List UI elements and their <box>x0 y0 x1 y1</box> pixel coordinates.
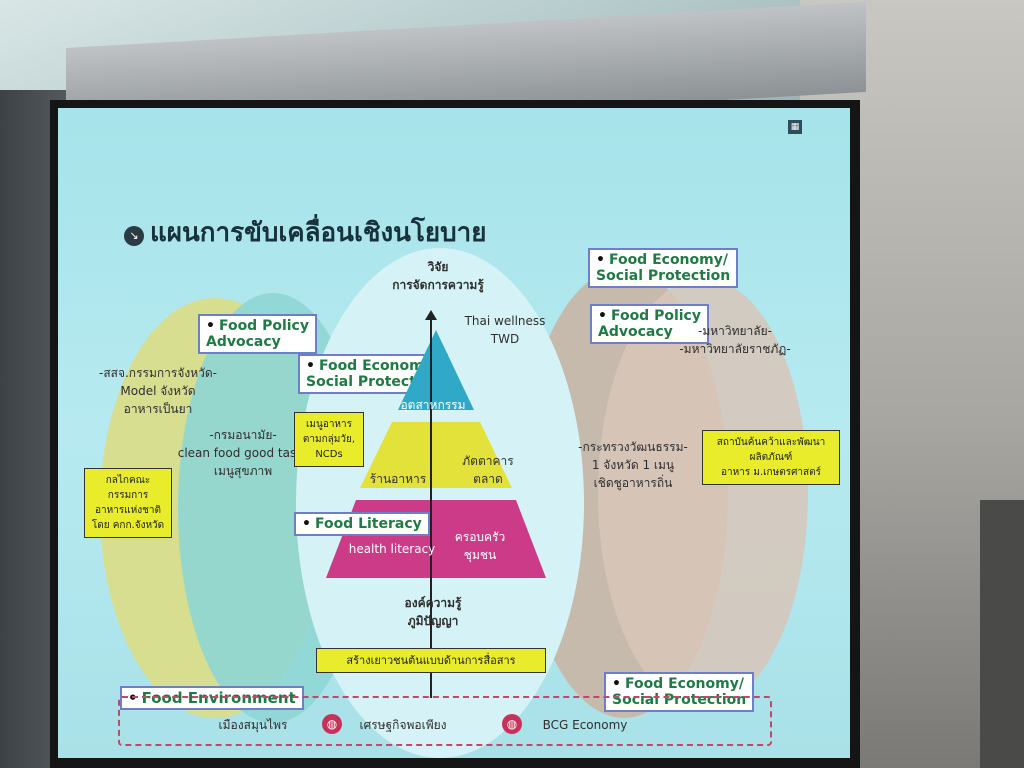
globe-icon: ◍ <box>502 714 522 734</box>
health-literacy-label: health literacy <box>348 542 436 556</box>
university-text: -มหาวิทยาลัย- -มหาวิทยาลัยราชภัฏ- <box>679 324 791 356</box>
right-food-policy-tag: •Food Policy Advocacy <box>590 304 709 344</box>
wall-panel <box>980 500 1024 768</box>
knowledge-wisdom-text: องค์ความรู้ ภูมิปัญญา <box>404 596 462 628</box>
ncd-menu-box: เมนูอาหารตามกลุ่มวัย, NCDs <box>294 412 364 467</box>
herbal-city-text: เมืองสมุนไพร <box>218 718 288 732</box>
level-restaurant-label: ร้านอาหาร <box>369 472 427 486</box>
bottom-dashed-box <box>118 696 772 746</box>
kasetsart-institute-box: สถาบันค้นคว้าและพัฒนาผลิตภัณฑ์ อาหาร ม.เ… <box>702 430 840 485</box>
right-food-economy-tag: •Food Economy/ Social Protection <box>588 248 739 288</box>
pyramid-level-restaurant <box>360 422 512 488</box>
slide-title: แผนการขับเคลื่อนเชิงนโยบาย <box>150 218 487 248</box>
bottom-food-economy-tag: •Food Economy/ Social Protection <box>604 672 755 712</box>
level-family-label: ครอบครัว ชุมชน <box>454 530 506 562</box>
slide-corner-icon: ▦ <box>788 120 802 134</box>
left-provincial-text: -สสจ.กรรมการจังหวัด- Model จังหวัด อาหาร… <box>98 366 217 416</box>
left-health-dept-text: -กรมอนามัย- clean food good taste เมนูสุ… <box>177 428 309 478</box>
center-research-text: วิจัย การจัดการความรู้ <box>392 260 484 292</box>
arrow-down-right-icon: ↘ <box>124 226 144 246</box>
presentation-slide: ▦ ↘ แผนการขับเคลื่อนเชิงนโยบาย •Food Pol… <box>58 108 850 758</box>
left-food-policy-tag: •Food Policy Advocacy <box>198 314 317 354</box>
level-industry-label: อุตสาหกรรม <box>400 398 466 412</box>
food-literacy-tag: •Food Literacy <box>294 512 430 536</box>
right-light-circle <box>598 278 808 708</box>
globe-icon: ◍ <box>322 714 342 734</box>
pyramid-level-industry <box>398 330 474 410</box>
thai-wellness-text: Thai wellness TWD <box>464 314 546 346</box>
sufficiency-economy-text: เศรษฐกิจพอเพียง <box>359 718 447 732</box>
food-environment-tag: •Food Environment <box>120 686 304 710</box>
youth-communication-box: สร้างเยาวชนต้นแบบด้านการสื่อสาร <box>316 648 546 673</box>
culture-ministry-text: -กระทรวงวัฒนธรรม- 1 จังหวัด 1 เมนู เชิดช… <box>578 440 688 490</box>
left-national-committee-box: กลไกคณะกรรมการ อาหารแห่งชาติ โดย คกก.จัง… <box>84 468 172 538</box>
vertical-knowledge-arrow <box>425 310 437 698</box>
level-market-label: ภัตตาคาร ตลาด <box>462 454 514 486</box>
bcg-economy-text: BCG Economy <box>542 718 628 732</box>
